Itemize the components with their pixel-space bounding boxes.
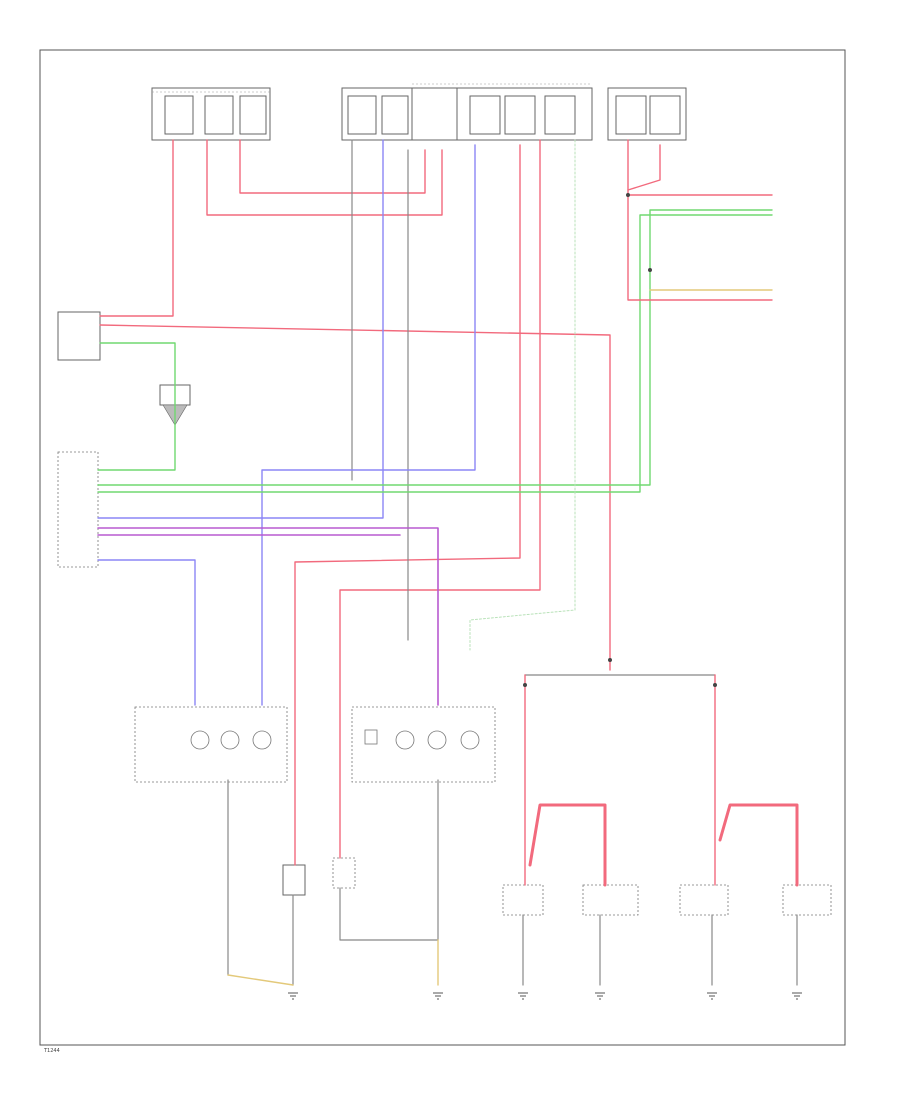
left-front-lamp-housing [134, 706, 288, 783]
right-rear-lamp [582, 884, 639, 916]
left-rear-lamp [502, 884, 544, 916]
wires [97, 139, 799, 986]
right-rear-lamp-2 [782, 884, 832, 916]
fuse-box-center [411, 83, 593, 141]
diagram-frame [39, 49, 846, 1046]
ground-symbols [288, 992, 802, 1000]
central-electronic-module-box [57, 451, 99, 568]
body-control-module-box [57, 311, 101, 361]
left-side-marker-lamp [282, 864, 306, 896]
fuse-box-right [607, 87, 687, 141]
fuse-box-left [151, 87, 271, 141]
splice-points [523, 193, 717, 687]
right-front-lamp-housing [351, 706, 496, 783]
fuse-box-center-left [341, 87, 413, 141]
right-side-marker-lamp [332, 857, 356, 889]
diagram-code: T1244 [43, 1048, 60, 1054]
left-rear-lamp-2 [679, 884, 729, 916]
